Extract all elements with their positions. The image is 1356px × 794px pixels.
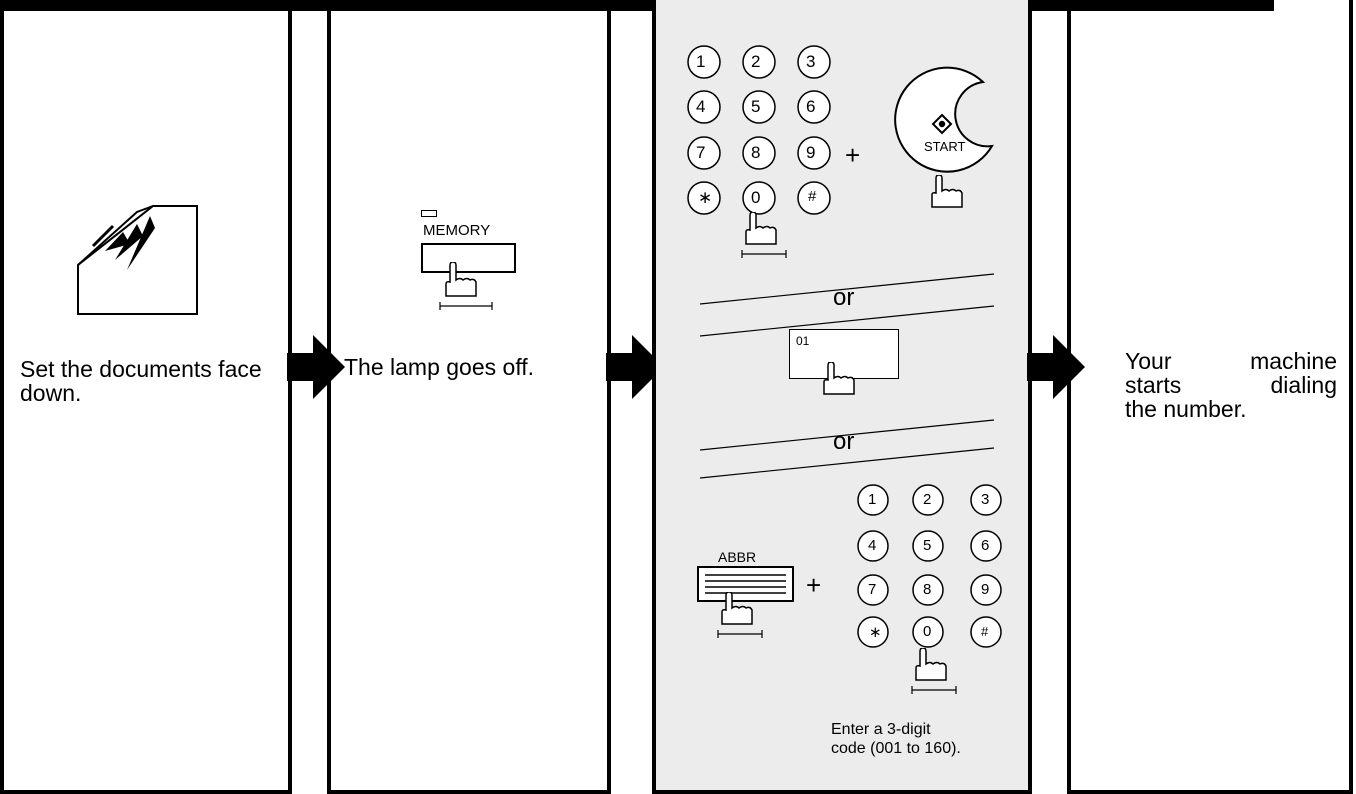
key-2[interactable]: 2: [923, 491, 932, 508]
one-touch-label: 01: [796, 334, 810, 348]
key-4[interactable]: 4: [868, 537, 877, 554]
abbr-code-note: Enter a 3-digit code (001 to 160).: [831, 720, 1021, 758]
key-7[interactable]: 7: [868, 581, 877, 598]
key-1[interactable]: 1: [868, 491, 877, 508]
arrow-right-icon: [287, 335, 345, 399]
key-3[interactable]: 3: [806, 52, 816, 71]
step-panel-1: [0, 0, 292, 794]
document-tray-icon: [77, 205, 198, 315]
key-0[interactable]: 0: [751, 188, 761, 207]
or-text: or: [833, 428, 855, 455]
lamp-indicator: [421, 210, 437, 217]
key-9[interactable]: 9: [981, 581, 990, 598]
keypad-circles: [687, 45, 831, 215]
step-4-line-3: the number.: [1125, 396, 1247, 422]
pointing-hand-icon: [741, 212, 787, 258]
key-4[interactable]: 4: [696, 97, 706, 116]
key-7[interactable]: 7: [696, 143, 706, 162]
key-0[interactable]: 0: [923, 623, 932, 640]
key-5[interactable]: 5: [923, 537, 932, 554]
one-touch-button[interactable]: 01: [789, 329, 899, 379]
note-line-2: code (001 to 160).: [831, 740, 961, 757]
plus-sign: +: [806, 570, 822, 600]
arrow-right-icon: [606, 335, 664, 399]
key-3[interactable]: 3: [981, 491, 990, 508]
keypad-circles: [857, 484, 1002, 648]
step-4-line-1: Your machine: [1125, 348, 1337, 374]
step-1-text: Set the documents face down.: [20, 356, 262, 406]
step-panel-3: [652, 0, 1032, 794]
key-hash[interactable]: #: [808, 188, 817, 205]
or-text: or: [833, 284, 855, 311]
key-6[interactable]: 6: [981, 537, 990, 554]
key-star[interactable]: ∗: [869, 624, 882, 641]
plus-sign: +: [845, 140, 861, 170]
start-button[interactable]: [888, 60, 1000, 210]
key-star[interactable]: ∗: [698, 188, 713, 207]
step-4-text: Your machine starts dialing the number.: [1125, 349, 1337, 421]
or-divider-lines: [700, 273, 995, 337]
key-2[interactable]: 2: [751, 52, 761, 71]
start-label: START: [924, 139, 966, 154]
key-9[interactable]: 9: [806, 143, 816, 162]
abbr-label: ABBR: [718, 549, 757, 565]
arrow-right-icon: [1027, 335, 1085, 399]
key-5[interactable]: 5: [751, 97, 761, 116]
pointing-hand-icon: [823, 362, 855, 395]
step-panel-4: [1067, 0, 1353, 794]
key-8[interactable]: 8: [751, 143, 761, 162]
step-4-line-2: starts dialing: [1125, 372, 1337, 398]
memory-button[interactable]: [421, 243, 516, 273]
pointing-hand-icon: [717, 592, 763, 638]
top-rule: [0, 0, 1274, 11]
pointing-hand-icon: [439, 262, 493, 310]
abbr-button[interactable]: [697, 566, 795, 604]
memory-label: MEMORY: [423, 222, 491, 239]
key-1[interactable]: 1: [696, 52, 706, 71]
step-2-text: The lamp goes off.: [344, 354, 535, 380]
or-divider-lines: [700, 419, 995, 479]
key-6[interactable]: 6: [806, 97, 816, 116]
key-8[interactable]: 8: [923, 581, 932, 598]
note-line-1: Enter a 3-digit: [831, 721, 931, 738]
step-panel-2: [327, 0, 611, 794]
keypad-top: 1 2 3 4 5 6 7 8 9 ∗ 0 #: [680, 45, 850, 220]
pointing-hand-icon: [931, 175, 963, 208]
keypad-bottom: 1 2 3 4 5 6 7 8 9 ∗ 0 #: [848, 483, 1013, 648]
key-hash[interactable]: #: [981, 624, 989, 639]
pointing-hand-icon: [911, 648, 957, 694]
